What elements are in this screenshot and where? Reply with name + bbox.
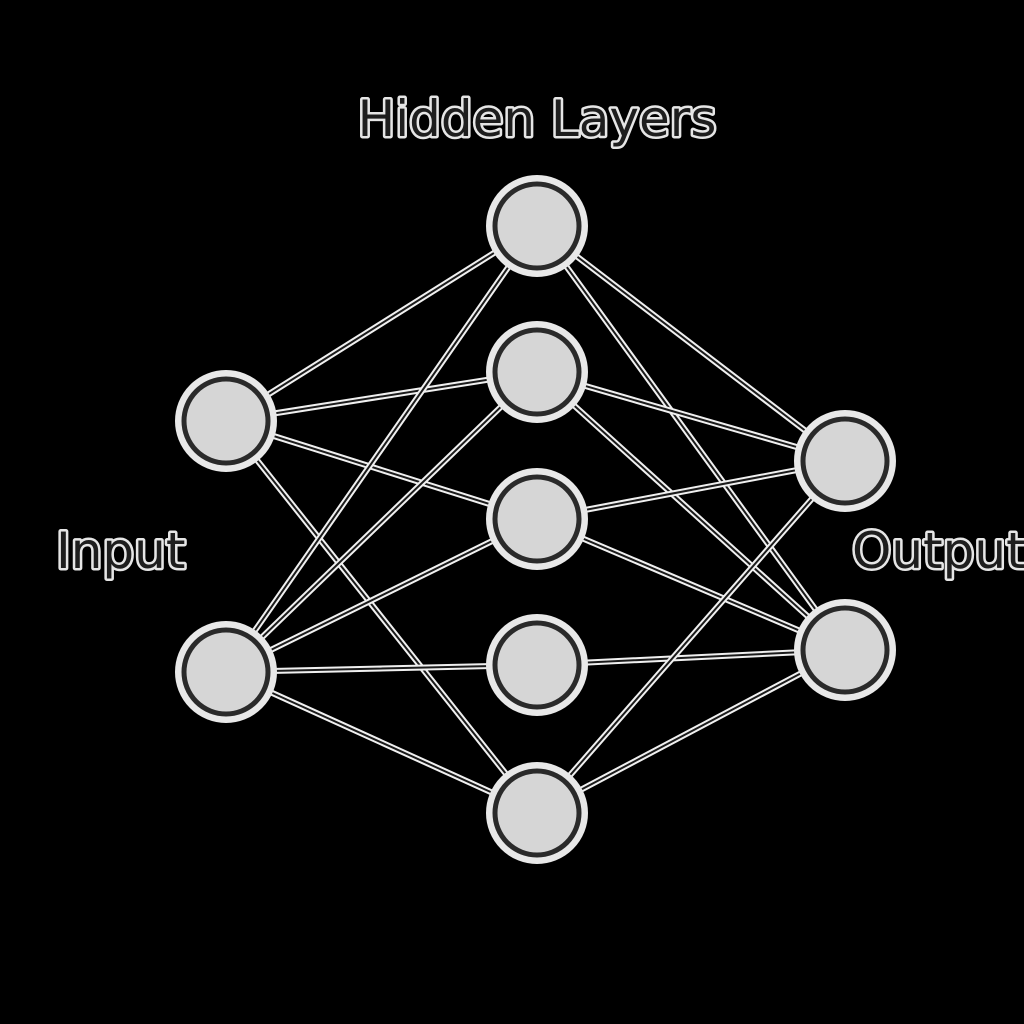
hidden-node-4 [492,620,582,710]
input-node-1-halo [175,370,277,472]
hidden-node-2-halo [486,321,588,423]
edge-hidden-3-to-output-2 [536,518,846,651]
output-node-1 [800,416,890,506]
input-node-2 [181,627,271,717]
edge-hidden-3-to-output-1 [536,460,846,520]
input-node-2-halo [175,621,277,723]
edge-hidden-2-to-output-2 [536,371,846,651]
edge-input-1-to-hidden-1 [225,225,538,422]
edge-hidden-5-to-output-1 [536,460,846,814]
hidden-node-4-halo [486,614,588,716]
edge-hidden-5-to-output-2 [536,649,846,814]
connections [223,223,848,816]
input-label: Input [56,522,185,580]
output-label: Output [852,522,1024,580]
edge-hidden-4-to-output-2 [536,649,846,666]
input-node-1 [181,376,271,466]
edge-input-2-to-hidden-4 [225,664,538,673]
hidden-node-3-halo [486,468,588,570]
hidden-layers-label: Hidden Layers [358,90,717,148]
edge-hidden-2-to-output-1 [536,371,846,462]
output-node-2 [800,605,890,695]
edge-input-2-to-hidden-1 [225,225,538,673]
hidden-node-5-halo [486,762,588,864]
output-node-1-halo [794,410,896,512]
edge-input-1-to-hidden-5 [225,420,538,814]
edge-input-2-to-hidden-5 [225,671,538,814]
hidden-node-1-halo [486,175,588,277]
edge-hidden-1-to-output-1 [536,225,846,462]
edge-input-1-to-hidden-3 [225,420,538,520]
edge-hidden-1-to-output-2 [536,225,846,651]
hidden-node-5 [492,768,582,858]
hidden-node-3 [492,474,582,564]
neurons [175,175,896,864]
output-node-2-halo [794,599,896,701]
edge-input-2-to-hidden-3 [225,518,538,673]
hidden-node-1 [492,181,582,271]
edge-input-2-to-hidden-2 [225,371,538,673]
hidden-node-2 [492,327,582,417]
edge-input-1-to-hidden-2 [225,371,538,422]
